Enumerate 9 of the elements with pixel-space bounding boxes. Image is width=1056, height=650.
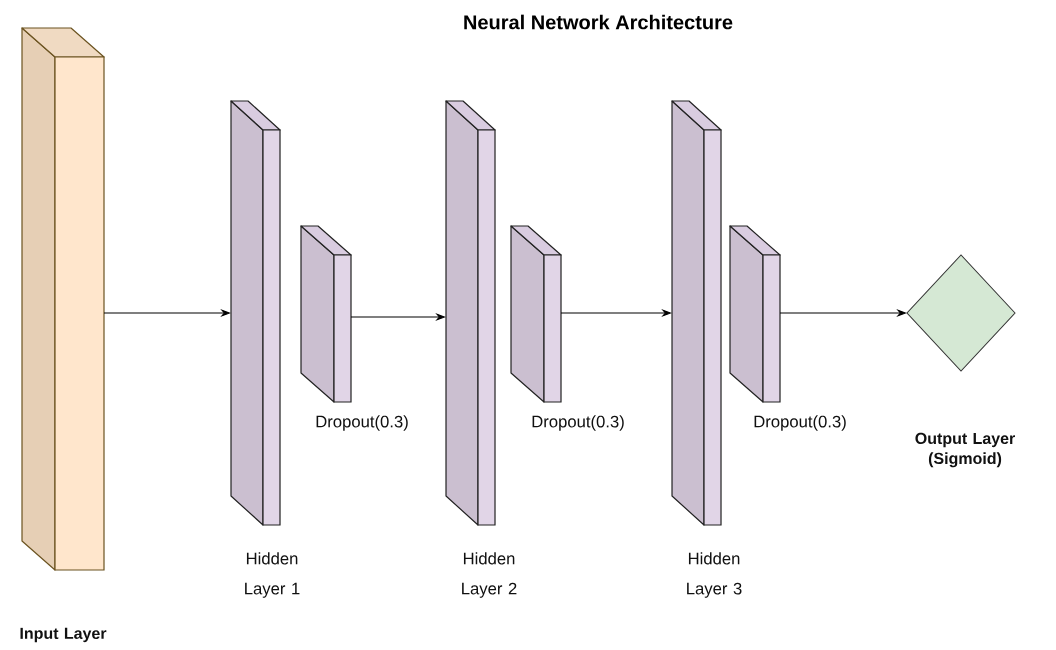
layer-label: Output Layer (Sigmoid) xyxy=(915,432,1015,468)
title: Neural Network Architecture xyxy=(464,14,733,30)
layer-label: Hidden Layer 3 xyxy=(687,552,742,598)
layer-label: Input Layer xyxy=(20,627,107,643)
layer-label: Dropout(0.3) xyxy=(532,415,624,431)
layer-label: Hidden Layer 2 xyxy=(462,552,517,598)
layer-label: Dropout(0.3) xyxy=(754,415,846,431)
layer-label: Dropout(0.3) xyxy=(316,415,408,431)
layer-label: Hidden Layer 1 xyxy=(245,552,300,598)
